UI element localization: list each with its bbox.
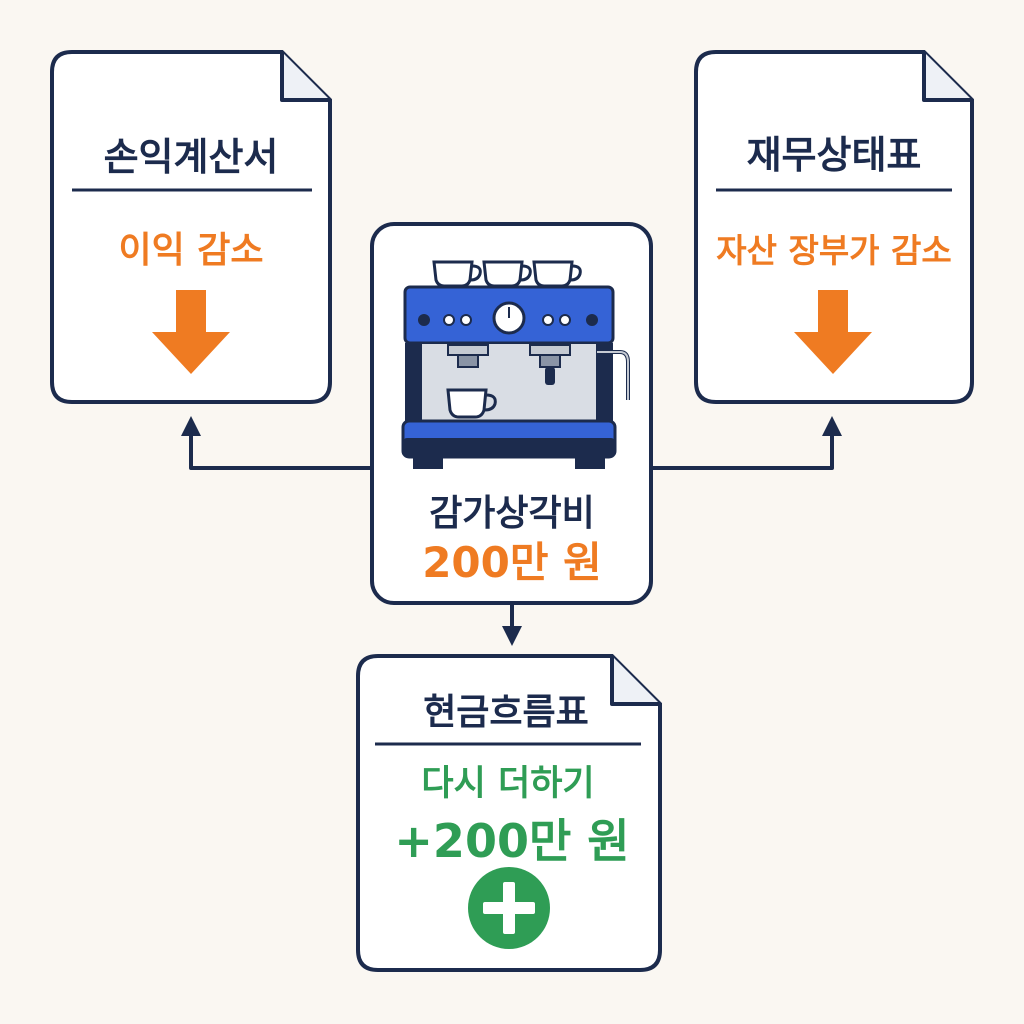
- folded-corner: [610, 656, 660, 706]
- income-statement-effect: 이익 감소: [118, 230, 263, 271]
- depreciation-label: 감가상각비: [429, 493, 595, 534]
- espresso-machine-icon: [401, 260, 630, 469]
- document-shape: [356, 654, 662, 972]
- balance-sheet-card: 재무상태표 자산 장부가 감소: [694, 50, 974, 404]
- folded-corner: [280, 52, 330, 102]
- cash-flow-amount: +200만 원: [394, 814, 629, 868]
- connectors: [181, 416, 842, 646]
- document-shape: [694, 50, 974, 404]
- depreciation-amount: 200만 원: [422, 538, 602, 587]
- cup-icon: [432, 260, 582, 288]
- connector-to-balance-sheet: [651, 416, 842, 470]
- folded-corner: [922, 52, 972, 102]
- income-statement-card: 손익계산서 이익 감소: [50, 50, 332, 404]
- cash-flow-statement-title: 현금흐름표: [423, 692, 589, 733]
- balance-sheet-effect: 자산 장부가 감소: [716, 231, 952, 270]
- cup-icon: [446, 388, 488, 419]
- balance-sheet-title: 재무상태표: [747, 133, 922, 177]
- income-statement-title: 손익계산서: [104, 135, 279, 179]
- cash-flow-statement-card: 현금흐름표 다시 더하기 +200만 원: [356, 654, 662, 972]
- document-shape: [50, 50, 332, 404]
- down-arrow-icon: [152, 290, 230, 374]
- depreciation-card: 감가상각비 200만 원: [370, 222, 653, 605]
- plus-circle-icon: [468, 867, 550, 949]
- cash-flow-effect: 다시 더하기: [421, 764, 594, 804]
- down-arrow-icon: [794, 290, 872, 374]
- connector-to-income-statement: [181, 416, 372, 470]
